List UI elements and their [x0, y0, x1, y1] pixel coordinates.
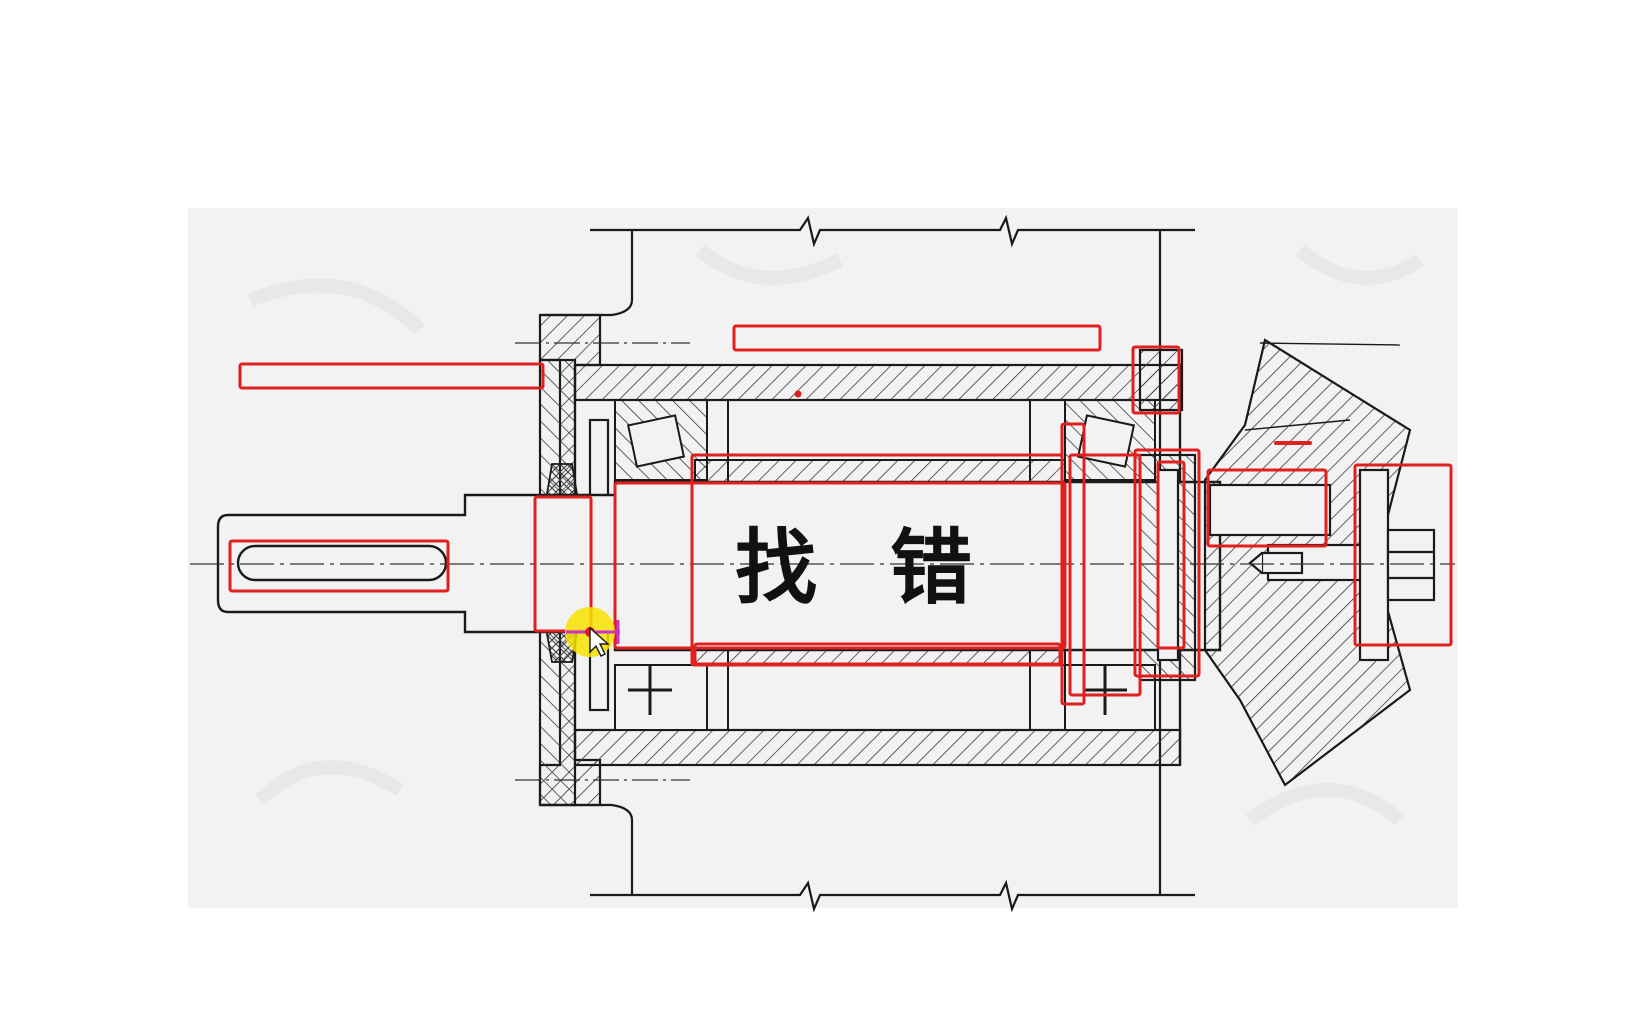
end-cover-right	[1138, 348, 1197, 682]
error-marker-box-13	[1206, 468, 1328, 548]
error-marker-box-12	[1156, 460, 1186, 650]
error-marker-box-4	[533, 495, 593, 633]
title-char-zhao: 找	[735, 521, 817, 616]
error-marker-box-10	[1131, 345, 1181, 415]
error-marker-box-3	[228, 539, 450, 593]
error-marker-box-5	[613, 481, 1067, 650]
nut	[1248, 528, 1436, 602]
housing-frame	[540, 214, 1195, 913]
error-marker-box-11	[1133, 448, 1201, 678]
error-marker-box-1	[238, 362, 545, 390]
marker-dot	[794, 390, 802, 398]
bevel-gear	[1203, 338, 1412, 787]
bearing-left	[614, 399, 708, 731]
error-marker-box-9	[1068, 453, 1142, 697]
error-markers	[228, 324, 1453, 706]
mouse-pointer-icon	[565, 607, 620, 657]
error-marker-box-7	[693, 642, 1062, 666]
error-marker-box-2	[732, 324, 1102, 352]
title-char-cuo: 错	[890, 521, 972, 616]
error-marker-box-8	[1060, 422, 1086, 706]
sleeve-housing	[573, 363, 1182, 767]
keyway	[236, 544, 448, 582]
paper-texture	[247, 244, 1424, 826]
error-marker-box-14	[1353, 463, 1453, 647]
